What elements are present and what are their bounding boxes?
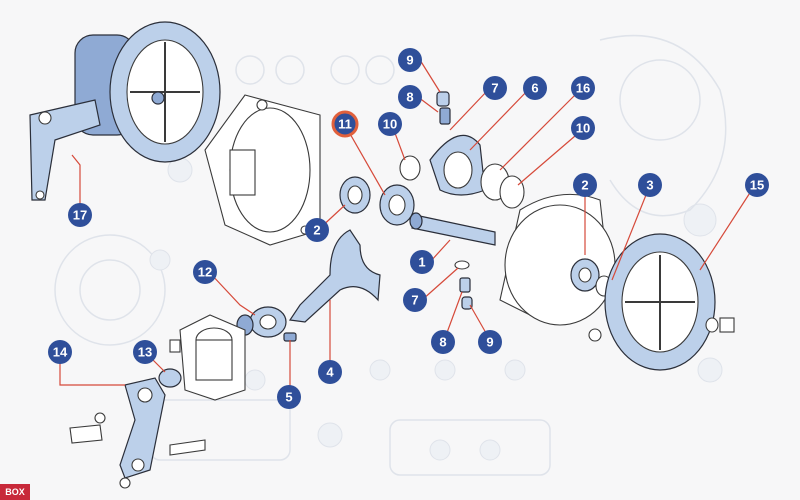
callout-12: 12 <box>193 260 217 284</box>
pump-assembly <box>29 21 221 201</box>
snap-ring-10b <box>499 175 525 209</box>
svg-text:4: 4 <box>326 365 334 380</box>
callout-6: 6 <box>523 76 547 100</box>
front-cover <box>499 193 616 326</box>
svg-text:2: 2 <box>581 178 588 193</box>
svg-text:10: 10 <box>576 121 590 136</box>
callout-16: 16 <box>571 76 595 100</box>
svg-text:16: 16 <box>576 81 590 96</box>
svg-text:7: 7 <box>491 81 498 96</box>
callout-10-left: 10 <box>378 112 402 136</box>
callout-1: 1 <box>410 250 434 274</box>
callout-17: 17 <box>68 203 92 227</box>
svg-text:8: 8 <box>439 335 446 350</box>
pin-9-bottom <box>461 296 473 310</box>
seal-13 <box>158 368 182 388</box>
eccentric-6 <box>429 134 486 196</box>
bushing-8-bottom <box>459 277 471 293</box>
svg-text:17: 17 <box>73 208 87 223</box>
bearing-11 <box>379 184 415 226</box>
callout-2-left: 2 <box>305 218 329 242</box>
svg-text:15: 15 <box>750 178 764 193</box>
pin-9-top <box>436 91 450 107</box>
fork-4 <box>288 229 381 323</box>
callout-5: 5 <box>277 385 301 409</box>
svg-text:13: 13 <box>138 345 152 360</box>
washer-7-bottom <box>454 260 470 270</box>
callout-14: 14 <box>48 340 72 364</box>
lever-14 <box>69 377 206 489</box>
callouts: 9 8 7 6 16 11 10 10 2 2 3 15 17 12 1 7 8… <box>48 48 769 409</box>
svg-text:1: 1 <box>418 255 425 270</box>
svg-text:2: 2 <box>313 223 320 238</box>
callout-9-top: 9 <box>398 48 422 72</box>
svg-text:8: 8 <box>406 90 413 105</box>
svg-text:9: 9 <box>486 335 493 350</box>
callout-8-top: 8 <box>398 85 422 109</box>
callout-13: 13 <box>133 340 157 364</box>
flange <box>169 314 246 401</box>
callout-4: 4 <box>318 360 342 384</box>
svg-text:3: 3 <box>646 178 653 193</box>
svg-text:5: 5 <box>285 390 292 405</box>
bushing-8-top <box>439 107 451 125</box>
svg-text:6: 6 <box>531 81 538 96</box>
background-ghost-parts <box>54 34 727 476</box>
callout-15: 15 <box>745 173 769 197</box>
svg-text:11: 11 <box>338 117 352 132</box>
svg-text:14: 14 <box>53 345 68 360</box>
svg-text:7: 7 <box>411 293 418 308</box>
bearing-left <box>339 176 371 214</box>
svg-text:12: 12 <box>198 265 212 280</box>
pulley-15 <box>588 233 735 371</box>
housing <box>204 94 321 246</box>
svg-text:9: 9 <box>406 53 413 68</box>
shaft-1 <box>409 212 496 246</box>
corner-tab: BOX <box>0 484 30 500</box>
callout-2-right: 2 <box>573 173 597 197</box>
key-5 <box>283 332 297 342</box>
callout-7-top: 7 <box>483 76 507 100</box>
callout-8-bottom: 8 <box>431 330 455 354</box>
callout-9-bottom: 9 <box>478 330 502 354</box>
callout-3: 3 <box>638 173 662 197</box>
callout-11-highlighted: 11 <box>331 110 359 138</box>
svg-text:10: 10 <box>383 117 397 132</box>
snap-ring-10a <box>399 155 421 181</box>
callout-7-bottom: 7 <box>403 288 427 312</box>
callout-10-right: 10 <box>571 116 595 140</box>
